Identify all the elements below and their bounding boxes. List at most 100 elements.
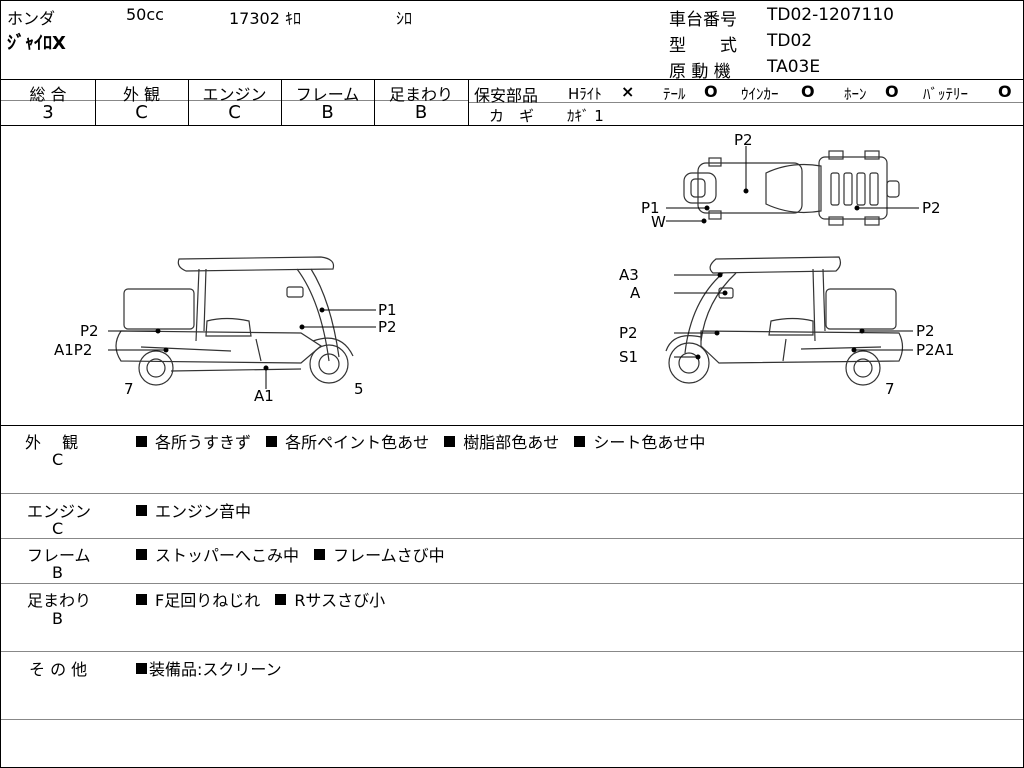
engine-value: TA03E — [767, 57, 821, 77]
grade-value-engine: C — [228, 102, 241, 123]
divider — [469, 102, 1023, 103]
divider — [1, 651, 1023, 652]
divider — [1, 79, 1023, 80]
safety-mark-winker: O — [801, 82, 815, 101]
section-items-engine: エンジン音中 — [136, 498, 261, 522]
grade-header-overall: 総 合 — [29, 85, 67, 104]
bullet-icon — [136, 505, 147, 516]
bullet-icon — [314, 549, 326, 560]
diagram-label: A1P2 — [54, 341, 92, 359]
diagram-label: P2 — [80, 322, 99, 340]
diagram-label: A1 — [254, 387, 274, 405]
diagram-label: P2 — [619, 324, 638, 342]
key-value: ｶｷﾞ 1 — [567, 107, 604, 125]
section-label-suspension: 足まわり — [27, 591, 92, 610]
section-items-suspension: F足回りねじれ Rサスさび小 — [136, 587, 395, 611]
remark-item: 装備品:スクリーン — [149, 660, 282, 679]
type-value: TD02 — [767, 31, 813, 51]
diagram-label: 5 — [354, 380, 364, 398]
safety-item-horn: ﾎｰﾝ — [844, 85, 867, 103]
grade-value-exterior: C — [135, 102, 148, 123]
section-items-exterior: 各所うすきず 各所ペイント色あせ 樹脂部色あせ シート色あせ中 — [136, 429, 715, 453]
divider — [281, 79, 282, 125]
grade-value-overall: 3 — [42, 102, 54, 123]
key-label: カ ギ — [489, 107, 535, 125]
safety-item-winker: ｳｲﾝｶｰ — [741, 85, 779, 103]
grade-value-suspension: B — [414, 102, 428, 123]
bullet-icon — [275, 594, 287, 605]
safety-label: 保安部品 — [474, 86, 539, 105]
section-label-exterior: 外 観 — [25, 433, 79, 452]
bullet-icon — [136, 663, 147, 674]
diagram-label: 7 — [885, 380, 895, 398]
section-grade-exterior: C — [52, 450, 64, 469]
divider — [468, 79, 469, 125]
grade-header-engine: エンジン — [202, 85, 267, 104]
remark-item: F足回りねじれ — [155, 591, 261, 610]
safety-mark-horn: O — [885, 82, 899, 101]
safety-mark-tail: O — [704, 82, 718, 101]
grade-header-exterior: 外 観 — [122, 85, 161, 104]
grade-value-frame: B — [321, 102, 334, 123]
divider — [1, 538, 1023, 539]
remark-item: エンジン音中 — [155, 502, 252, 521]
remark-item: フレームさび中 — [333, 546, 445, 565]
divider — [1, 425, 1023, 426]
remark-item: 各所うすきず — [155, 433, 252, 452]
safety-mark-battery: O — [998, 82, 1012, 101]
diagram-label: P2 — [916, 322, 935, 340]
color: ｼﾛ — [396, 9, 413, 28]
top-view-drawing — [683, 150, 900, 226]
bullet-icon — [136, 549, 147, 560]
divider — [1, 583, 1023, 584]
diagram-label: P1 — [378, 301, 397, 319]
bullet-icon — [574, 436, 586, 447]
bullet-icon — [136, 436, 147, 447]
diagram-label: P2 — [922, 199, 941, 217]
grade-header-suspension: 足まわり — [388, 85, 453, 104]
chassis-value: TD02-1207110 — [767, 5, 894, 25]
diagram-label: 7 — [124, 380, 134, 398]
safety-item-tail: ﾃｰﾙ — [663, 85, 686, 103]
divider — [1, 100, 469, 101]
bullet-icon — [136, 594, 147, 605]
diagram-labels: P2 P1 W P2 P1 P2 P2 A1P2 7 A1 5 A3 A P2 … — [54, 131, 954, 405]
diagram-label: P2A1 — [916, 341, 954, 359]
diagram-label: S1 — [619, 348, 638, 366]
remark-item: ストッパーへこみ中 — [155, 546, 300, 565]
diagram-label: P2 — [378, 318, 397, 336]
safety-mark-headlight: × — [621, 82, 635, 101]
safety-item-battery: ﾊﾞｯﾃﾘｰ — [923, 85, 969, 103]
type-label: 型 式 — [669, 36, 737, 56]
divider — [1, 125, 1023, 126]
right-side-view-drawing — [665, 256, 904, 386]
divider — [188, 79, 189, 125]
remark-item: Rサスさび小 — [294, 591, 386, 610]
divider — [95, 79, 96, 125]
bullet-icon — [266, 436, 278, 447]
remark-item: 各所ペイント色あせ — [285, 433, 430, 452]
engine-label: 原 動 機 — [669, 62, 731, 82]
mileage: 17302 ｷﾛ — [229, 9, 301, 28]
diagram-label: P1 — [641, 199, 660, 217]
diagram-label: P2 — [734, 131, 753, 149]
maker: ホンダ — [7, 9, 56, 28]
section-label-engine: エンジン — [27, 502, 92, 521]
section-grade-suspension: B — [52, 609, 63, 628]
bullet-icon — [444, 436, 456, 447]
grade-header-frame: フレーム — [295, 85, 360, 104]
diagram-label: A — [630, 284, 641, 302]
damage-diagram: P2 P1 W P2 P1 P2 P2 A1P2 7 A1 5 A3 A P2 … — [54, 131, 954, 405]
left-side-view-drawing — [115, 256, 354, 386]
safety-item-headlight: Hﾗｲﾄ — [568, 85, 602, 103]
section-label-other: そ の 他 — [29, 660, 88, 679]
diagram-label: W — [651, 213, 666, 231]
chassis-label: 車台番号 — [669, 10, 737, 30]
section-items-other: 装備品:スクリーン — [136, 656, 292, 680]
diagram-label: A3 — [619, 266, 639, 284]
divider — [1, 719, 1023, 720]
section-label-frame: フレーム — [27, 546, 91, 565]
remark-item: シート色あせ中 — [593, 433, 706, 452]
remark-item: 樹脂部色あせ — [463, 433, 560, 452]
